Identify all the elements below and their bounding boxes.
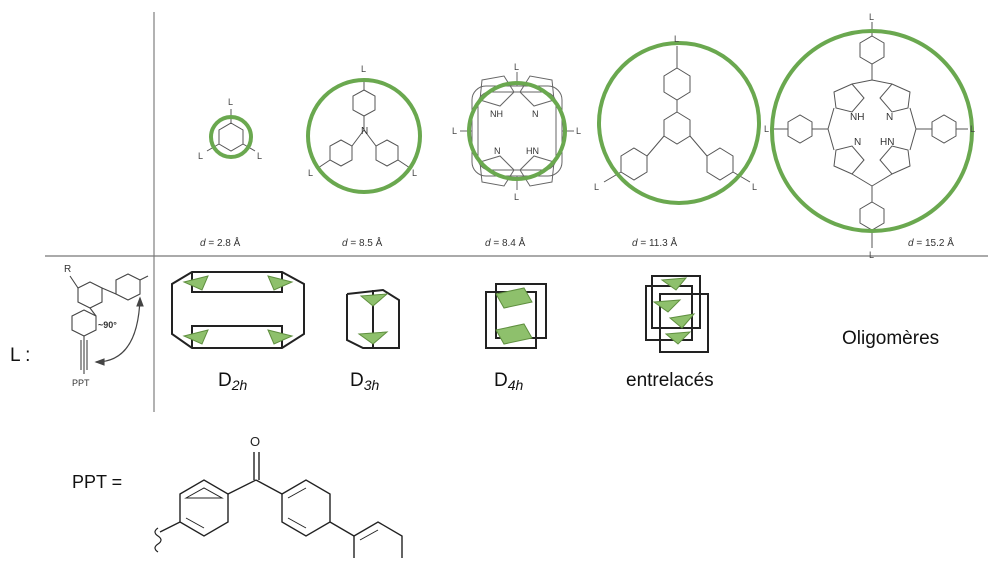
assembly-interlocked xyxy=(645,275,709,353)
core-size-circle xyxy=(597,41,761,205)
core-size-circle xyxy=(306,78,422,194)
svg-text:L: L xyxy=(764,124,769,134)
assembly-d2h xyxy=(171,271,305,349)
core-3-distance: d = 8.4 Å xyxy=(485,238,526,249)
svg-text:PPT: PPT xyxy=(72,378,90,388)
core-size-circle xyxy=(770,29,974,233)
svg-text:L: L xyxy=(594,182,599,192)
svg-text:L: L xyxy=(674,34,679,44)
svg-text:L: L xyxy=(452,126,457,136)
svg-text:N: N xyxy=(494,146,501,156)
svg-text:L: L xyxy=(361,64,366,74)
label-oligomers: Oligomères xyxy=(842,328,940,349)
core-size-circle xyxy=(467,81,567,181)
svg-text:NH: NH xyxy=(850,112,864,123)
core-1-distance: d = 2.8 Å xyxy=(200,238,241,249)
svg-text:NH: NH xyxy=(490,109,503,119)
label-d4h: D4h xyxy=(494,370,524,393)
carbazole-ligand: R ~90° PPT xyxy=(64,264,149,388)
svg-text:L: L xyxy=(576,126,581,136)
label-d2h: D2h xyxy=(218,370,248,393)
core-benzene: L L L xyxy=(198,97,262,161)
svg-text:L: L xyxy=(752,182,757,192)
svg-text:L: L xyxy=(514,192,519,202)
assembly-d4h xyxy=(485,283,547,349)
ligand-marker: L : xyxy=(10,345,31,366)
svg-text:R: R xyxy=(64,264,71,275)
svg-text:HN: HN xyxy=(526,146,539,156)
svg-text:HN: HN xyxy=(880,137,894,148)
ppt-structure: O xyxy=(154,434,403,558)
core-5-distance: d = 15.2 Å xyxy=(908,238,954,249)
svg-text:L: L xyxy=(869,250,874,260)
svg-text:N: N xyxy=(854,137,861,148)
core-2-distance: d = 8.5 Å xyxy=(342,238,383,249)
svg-text:O: O xyxy=(250,434,260,449)
svg-text:L: L xyxy=(970,124,975,134)
svg-text:~90°: ~90° xyxy=(98,320,117,330)
svg-text:L: L xyxy=(257,151,262,161)
label-d3h: D3h xyxy=(350,370,380,393)
svg-text:L: L xyxy=(514,62,519,72)
core-tetraphenylporphyrin: NH N N HN L L L L xyxy=(764,12,975,260)
core-4-distance: d = 11.3 Å xyxy=(632,238,678,249)
core-triphenylbenzene: L L L xyxy=(594,34,761,205)
svg-text:L: L xyxy=(228,97,233,107)
svg-text:L: L xyxy=(869,12,874,22)
svg-text:L: L xyxy=(308,168,313,178)
svg-text:N: N xyxy=(886,112,893,123)
ppt-definition-label: PPT = xyxy=(72,472,123,492)
core-size-circle xyxy=(209,115,253,159)
svg-text:L: L xyxy=(198,151,203,161)
svg-text:L: L xyxy=(412,168,417,178)
core-porphyrin: NH N N HN L L L L xyxy=(452,62,581,202)
svg-text:N: N xyxy=(361,126,368,137)
assembly-d3h xyxy=(346,288,400,349)
svg-text:N: N xyxy=(532,109,539,119)
core-triphenylamine: N L L L xyxy=(306,64,422,194)
label-interlocked: entrelacés xyxy=(626,370,714,391)
